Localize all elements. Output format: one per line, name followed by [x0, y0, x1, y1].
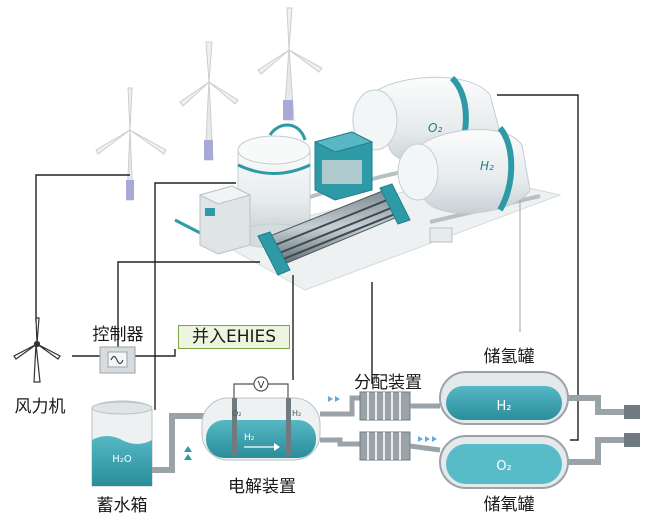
o2-outlet-pipe [568, 437, 626, 465]
wind-turbine-1 [95, 87, 167, 201]
cell-flow-label: H₂ [244, 433, 255, 443]
water-pipe [152, 413, 206, 473]
electrolyzer-cell: O₂ H₂ H₂ [201, 397, 321, 461]
tank-o2-symbol: O₂ [428, 121, 442, 135]
cell-o2-label: O₂ [232, 409, 242, 418]
voltmeter: V [233, 376, 289, 398]
wind-turbines-top [95, 7, 323, 201]
label-distribution: 分配装置 [354, 373, 422, 393]
pipe-to-o2 [409, 443, 441, 453]
gas-flow-arrows [328, 396, 437, 442]
water-tank: H₂O [91, 400, 153, 487]
tank-h2-symbol: H₂ [480, 159, 494, 173]
controller-box [99, 346, 136, 374]
control-cabinet [198, 185, 252, 255]
label-water-tank: 蓄水箱 [97, 496, 148, 516]
label-wind-turbine: 风力机 [15, 397, 66, 417]
gas-pipe-upper [320, 395, 360, 417]
label-electrolyzer: 电解装置 [228, 477, 296, 497]
water-flow-arrows [184, 446, 192, 460]
valve-group [429, 227, 453, 243]
label-o2-tank: 储氧罐 [484, 495, 535, 515]
storage-tank-h2-3d: H₂ [397, 126, 531, 214]
label-controller: 控制器 [93, 325, 144, 345]
plant-illustration: O₂ H₂ [174, 75, 562, 291]
wind-turbine-2 [179, 41, 239, 161]
cell-h2-label: H₂ [292, 409, 301, 418]
distribution-unit-upper [359, 391, 411, 421]
water-tank-symbol: H₂O [112, 454, 132, 465]
h2-storage-tank: H₂ [439, 371, 569, 425]
gas-pipe-lower [320, 437, 360, 447]
o2-tank-symbol: O₂ [496, 459, 511, 474]
label-h2-tank: 储氢罐 [484, 347, 535, 367]
electrolyzer-stack-3d [257, 183, 411, 276]
wind-turbine-3 [257, 7, 323, 121]
o2-outlet-valve [624, 433, 640, 447]
h2-outlet-valve [624, 405, 640, 419]
h2-outlet-pipe [568, 395, 626, 415]
distribution-unit-lower [359, 431, 411, 461]
compressor-rack [313, 131, 374, 201]
h2-tank-symbol: H₂ [497, 399, 512, 414]
voltmeter-symbol: V [258, 380, 265, 391]
o2-storage-tank: O₂ [439, 435, 569, 489]
wind-turbine-icon [13, 317, 61, 383]
grid-connect-tag: 并入EHIES [178, 325, 290, 349]
connection-lines [35, 94, 579, 441]
grid-connect-label: 并入EHIES [191, 327, 277, 347]
